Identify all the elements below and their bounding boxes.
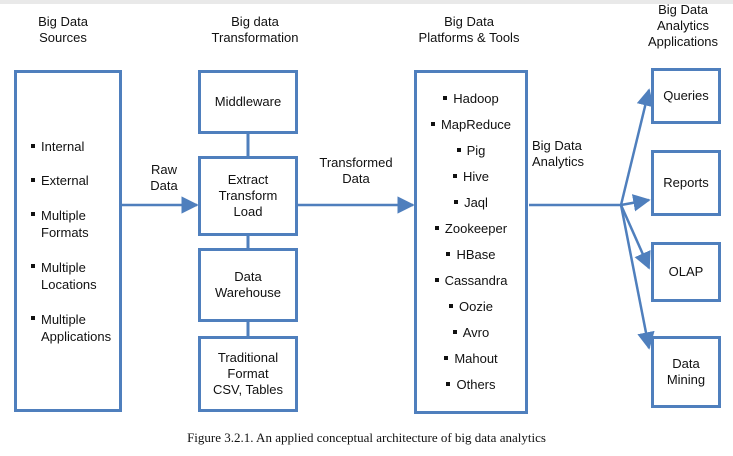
tool-avro: Avro: [462, 325, 490, 340]
queries-box: Queries: [651, 68, 721, 124]
header-sources: Big Data Sources: [38, 14, 88, 45]
list-item: Hive: [417, 169, 525, 195]
tool-pig: Pig: [466, 143, 486, 158]
list-item: Oozie: [417, 299, 525, 325]
tool-zookeeper: Zookeeper: [444, 221, 508, 236]
tool-oozie: Oozie: [459, 299, 493, 314]
arrow-reports: [620, 194, 651, 212]
sources-list: Internal External Multiple Formats Multi…: [31, 139, 121, 351]
list-item: Others: [417, 377, 525, 403]
label-raw-data: Raw Data: [150, 162, 178, 193]
traditional-format-box: Traditional Format CSV, Tables: [198, 336, 298, 412]
list-item: Multiple Applications: [31, 311, 121, 351]
list-item: Multiple Locations: [31, 259, 121, 311]
source-multiple-formats: Multiple Formats: [41, 208, 89, 240]
list-item: Cassandra: [417, 273, 525, 299]
source-multiple-applications: Multiple Applications: [41, 312, 112, 344]
list-item: Multiple Formats: [31, 207, 121, 259]
list-item: HBase: [417, 247, 525, 273]
diagram-canvas: [6, 4, 728, 418]
etl-box: Extract Transform Load: [198, 156, 298, 236]
tool-jaql: Jaql: [464, 195, 488, 210]
tools-list: Hadoop MapReduce Pig Hive Jaql Zookeeper…: [417, 91, 525, 403]
arrow-queries: [619, 88, 654, 206]
label-transformed-data: Transformed Data: [319, 155, 393, 186]
data-warehouse-box: Data Warehouse: [198, 248, 298, 322]
tool-others: Others: [456, 377, 496, 392]
list-item: Mahout: [417, 351, 525, 377]
middleware-box: Middleware: [198, 70, 298, 134]
list-item: Jaql: [417, 195, 525, 221]
tool-cassandra: Cassandra: [444, 273, 508, 288]
list-item: Zookeeper: [417, 221, 525, 247]
header-applications: Big Data Analytics Applications: [647, 2, 719, 49]
source-external: External: [41, 173, 89, 188]
tool-hive: Hive: [462, 169, 489, 184]
platforms-box: Hadoop MapReduce Pig Hive Jaql Zookeeper…: [414, 70, 528, 414]
list-item: External: [31, 173, 121, 207]
source-internal: Internal: [41, 139, 85, 154]
header-platforms: Big Data Platforms & Tools: [418, 14, 520, 45]
olap-box: OLAP: [651, 242, 721, 302]
tool-hbase: HBase: [456, 247, 496, 262]
list-item: Avro: [417, 325, 525, 351]
top-strip: [0, 0, 733, 4]
list-item: Pig: [417, 143, 525, 169]
data-mining-box: Data Mining: [651, 336, 721, 408]
reports-box: Reports: [651, 150, 721, 216]
list-item: Internal: [31, 139, 121, 173]
sources-box: Internal External Multiple Formats Multi…: [14, 70, 122, 412]
list-item: MapReduce: [417, 117, 525, 143]
arrow-olap: [619, 204, 651, 270]
source-multiple-locations: Multiple Locations: [41, 260, 97, 292]
tool-hadoop: Hadoop: [453, 91, 499, 106]
tool-mahout: Mahout: [454, 351, 498, 366]
header-transformation: Big data Transformation: [211, 14, 299, 45]
tool-mapreduce: MapReduce: [440, 117, 512, 132]
arrow-data-mining: [619, 204, 655, 350]
label-big-data-analytics: Big Data Analytics: [532, 138, 585, 169]
list-item: Hadoop: [417, 91, 525, 117]
figure-caption: Figure 3.2.1. An applied conceptual arch…: [187, 430, 546, 445]
